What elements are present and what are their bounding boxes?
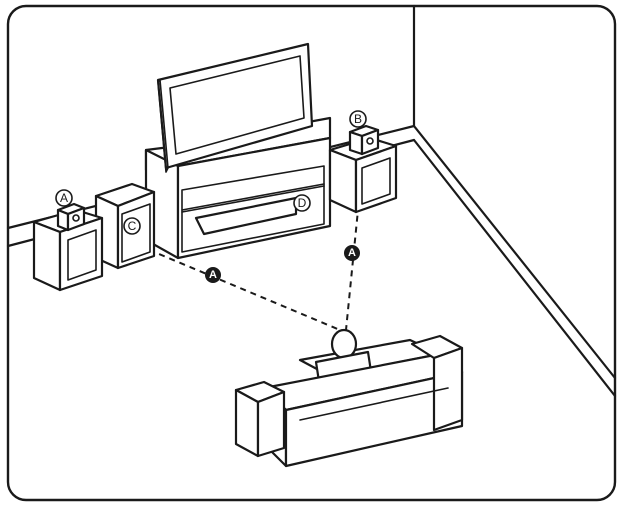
listener-head — [330, 328, 358, 360]
label-front-left: A — [55, 189, 73, 207]
front-left-speaker — [32, 202, 104, 292]
svg-text:A: A — [348, 247, 356, 259]
svg-text:C: C — [128, 219, 137, 233]
television — [156, 42, 314, 173]
sofa-with-listener — [234, 328, 464, 468]
svg-text:B: B — [354, 112, 362, 126]
svg-text:A: A — [209, 269, 217, 281]
label-subwoofer-mark: D — [293, 194, 311, 212]
label-front-right: B — [349, 110, 367, 128]
frame-border — [6, 4, 617, 502]
label-distance-right: A — [344, 245, 360, 261]
svg-text:D: D — [298, 196, 307, 210]
front-right-speaker — [328, 124, 398, 214]
label-distance-left: A — [205, 267, 221, 283]
label-center: C — [123, 217, 141, 235]
svg-text:A: A — [60, 191, 68, 205]
distance-line-right — [345, 149, 365, 331]
